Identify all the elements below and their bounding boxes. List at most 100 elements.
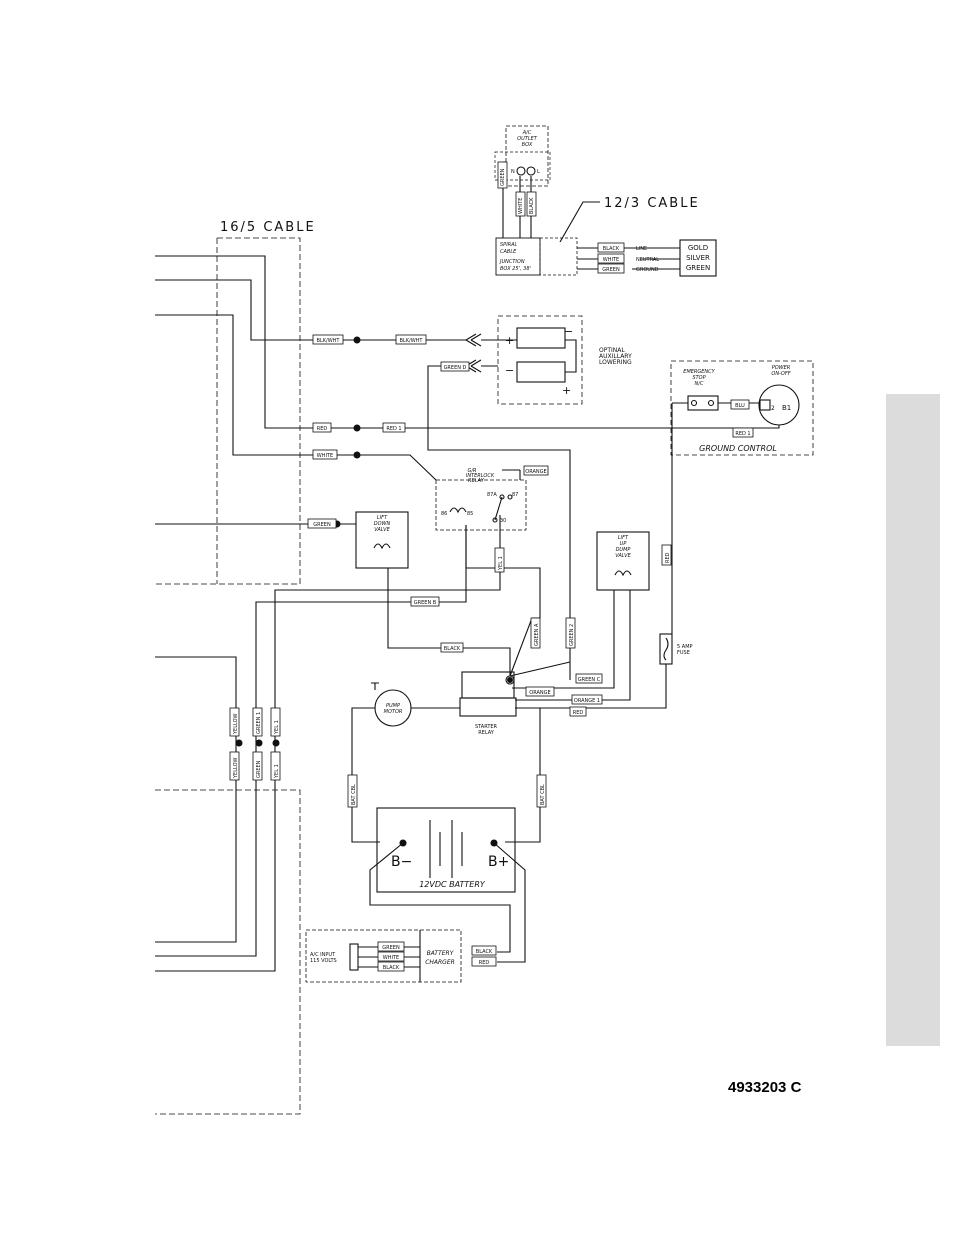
wire-white: WHITE bbox=[317, 453, 333, 459]
aux-minus-1: − bbox=[564, 325, 573, 338]
fuse-line-2: FUSE bbox=[677, 650, 690, 656]
wire-yel1-1: YEL 1 bbox=[274, 720, 280, 735]
power-line-2: ON-OFF bbox=[771, 371, 790, 377]
relay-line-1: G/R bbox=[467, 468, 476, 474]
outlet-title-2: OUTLET bbox=[517, 136, 538, 142]
cable123-fn-ground: GROUND bbox=[636, 267, 659, 273]
wire-red-starter: RED bbox=[573, 710, 584, 716]
starter-line-1: STARTER bbox=[475, 724, 498, 730]
outlet-title-3: BOX bbox=[522, 142, 533, 148]
relay-pin-85: 85 bbox=[467, 511, 473, 517]
outlet-wire-green: GREEN bbox=[500, 168, 506, 186]
aux-line-3: LOWERING bbox=[599, 359, 632, 366]
cable123-wire-black: BLACK bbox=[603, 246, 620, 252]
outlet-title-1: A/C bbox=[522, 130, 532, 136]
lift-up-line-3: DUMP bbox=[616, 547, 631, 553]
charger-out-red: RED bbox=[479, 960, 490, 966]
power-line-1: POWER bbox=[772, 365, 791, 371]
relay-line-2: INTERLOCK bbox=[466, 473, 495, 479]
spiral-line-3: JUNCTION bbox=[499, 259, 525, 265]
pump-line-2: MOTOR bbox=[384, 709, 403, 715]
wire-green-b: GREEN B bbox=[414, 600, 437, 606]
wire-green: GREEN bbox=[313, 522, 331, 528]
lift-up-line-2: UP bbox=[620, 541, 627, 547]
lift-up-line-1: LIFT bbox=[618, 535, 629, 541]
cable123-fn-neutral: NEUTRAL bbox=[636, 257, 659, 263]
lift-down-line-2: DOWN bbox=[374, 521, 391, 527]
spiral-line-1: SPIRAL bbox=[500, 242, 518, 248]
aux-plus-2: + bbox=[562, 384, 571, 397]
spiral-line-2: CABLE bbox=[500, 249, 517, 255]
wire-blu: BLU bbox=[735, 403, 745, 409]
charger-in-white: WHITE bbox=[383, 955, 399, 961]
wire-green-d: GREEN D bbox=[444, 365, 467, 371]
wire-yel1-relay: YEL 1 bbox=[498, 556, 504, 571]
wire-red1-gc: RED 1 bbox=[735, 431, 750, 437]
charger-input-2: 115 VOLTS bbox=[310, 958, 337, 964]
charger-in-black: BLACK bbox=[383, 965, 400, 971]
wire-yellow-2: YELLOW bbox=[233, 757, 239, 779]
battery-positive: B+ bbox=[488, 854, 509, 870]
wire-blkwht-2: BLK/WHT bbox=[400, 338, 424, 344]
lift-up-line-4: VALVE bbox=[615, 553, 631, 559]
wire-blkwht-1: BLK/WHT bbox=[317, 338, 341, 344]
wire-red: RED bbox=[317, 426, 328, 432]
wire-green-a: GREEN A bbox=[534, 623, 540, 646]
relay-pin-87: 87 bbox=[512, 492, 518, 498]
wire-red-fuse: RED bbox=[665, 552, 671, 563]
spiral-line-4: BOX 25', 38' bbox=[500, 266, 531, 272]
wire-yellow-1: YELLOW bbox=[233, 713, 239, 735]
aux-minus-2: − bbox=[505, 364, 514, 377]
wire-green-lower: GREEN bbox=[256, 760, 262, 778]
outlet-l: L bbox=[537, 169, 540, 175]
cable123-color-gold: GOLD bbox=[688, 244, 708, 252]
wire-red1: RED 1 bbox=[386, 426, 401, 432]
wire-bat-cbl-2: BAT CBL bbox=[540, 784, 546, 805]
relay-pin-86: 86 bbox=[441, 511, 447, 517]
cable123-color-silver: SILVER bbox=[686, 254, 710, 262]
cable123-wire-white: WHITE bbox=[603, 257, 619, 263]
lift-down-line-3: VALVE bbox=[374, 527, 390, 533]
estop-line-1: EMERGENCY bbox=[683, 369, 715, 375]
ground-control-title: GROUND CONTROL bbox=[699, 444, 777, 453]
starter-line-2: RELAY bbox=[478, 730, 495, 736]
wire-green1-1: GREEN 1 bbox=[256, 712, 262, 734]
wire-yel1-2: YEL 1 bbox=[274, 764, 280, 779]
aux-line-2: AUXILLARY bbox=[599, 353, 632, 360]
outlet-wire-white: WHITE bbox=[518, 198, 524, 214]
cable123-wire-green: GREEN bbox=[602, 267, 620, 273]
aux-plus-1: + bbox=[505, 334, 514, 347]
charger-out-black: BLACK bbox=[476, 949, 493, 955]
relay-pin-87a: 87A bbox=[487, 492, 497, 498]
wire-orange: ORANGE bbox=[525, 469, 546, 475]
outlet-wire-black: BLACK bbox=[529, 197, 535, 214]
side-tab bbox=[886, 394, 940, 1046]
aux-line-1: OPTINAL bbox=[599, 347, 625, 354]
wire-bat-cbl-1: BAT CBL bbox=[351, 784, 357, 805]
cable123-color-green: GREEN bbox=[686, 264, 710, 272]
wire-black: BLACK bbox=[444, 646, 461, 652]
relay-pin-30: 30 bbox=[500, 518, 506, 524]
charger-name-2: CHARGER bbox=[425, 959, 455, 966]
power-terminal-2: 2 bbox=[771, 405, 775, 412]
document-number: 4933203 C bbox=[728, 1079, 802, 1096]
cable-12-3-label: 12/3 CABLE bbox=[604, 196, 700, 211]
fuse-line-1: 5 AMP bbox=[677, 644, 693, 650]
estop-line-2: STOP bbox=[692, 375, 705, 381]
outlet-n: N bbox=[511, 169, 515, 175]
cable123-fn-line: LINE bbox=[636, 246, 647, 252]
charger-input-1: A/C INPUT bbox=[310, 952, 336, 958]
wire-green-2: GREEN 2 bbox=[569, 624, 575, 646]
charger-name-1: BATTERY bbox=[427, 950, 455, 957]
power-terminal-b1: B1 bbox=[782, 404, 791, 412]
charger-in-green: GREEN bbox=[382, 945, 400, 951]
pump-line-1: PUMP bbox=[386, 703, 400, 709]
wire-orange-starter: ORANGE bbox=[529, 690, 550, 696]
wire-green-c: GREEN C bbox=[578, 677, 601, 683]
lift-down-line-1: LIFT bbox=[377, 515, 388, 521]
battery-negative: B− bbox=[391, 854, 412, 870]
cable-16-5-label: 16/5 CABLE bbox=[220, 220, 316, 235]
battery-title: 12VDC BATTERY bbox=[419, 880, 486, 889]
